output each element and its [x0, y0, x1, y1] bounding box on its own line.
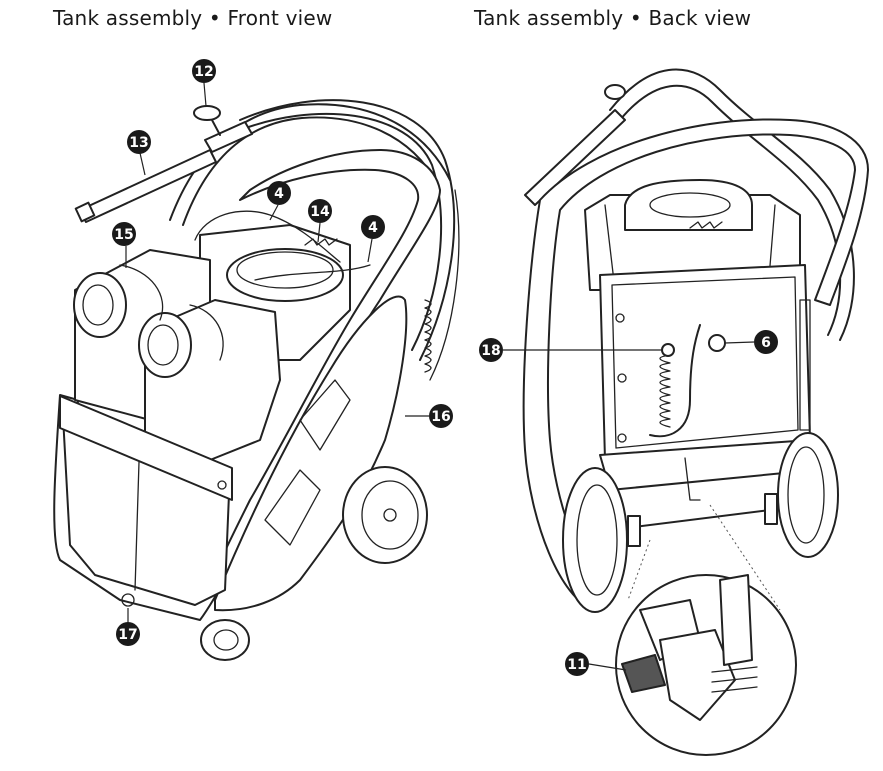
svg-text:12: 12: [194, 64, 213, 80]
callout-4-right: 4: [361, 215, 385, 263]
front-coil-spring: [424, 299, 432, 373]
back-wheel-left: [562, 467, 628, 613]
callout-18: 18: [479, 338, 662, 362]
back-frame: [522, 118, 869, 611]
svg-text:17: 17: [118, 627, 137, 643]
callout-13: 13: [127, 130, 151, 176]
svg-text:14: 14: [310, 204, 330, 220]
front-valve-handle: [193, 105, 221, 121]
front-hose-coil: [169, 99, 460, 381]
callout-6: 6: [724, 330, 778, 354]
front-rear-wheel: [342, 466, 428, 564]
back-valve-handle: [604, 84, 626, 100]
back-view-title: Tank assembly • Back view: [474, 6, 752, 30]
front-bottle-cap-left: [73, 272, 127, 338]
back-wheel-right: [777, 432, 839, 558]
svg-text:6: 6: [761, 335, 771, 351]
svg-text:11: 11: [567, 657, 586, 673]
back-spray-wand: [524, 109, 626, 206]
drain-valve-lever: [621, 654, 666, 693]
callout-15: 15: [112, 222, 136, 268]
back-view-illustration: [522, 68, 869, 756]
callout-14: 14: [308, 199, 332, 243]
svg-text:18: 18: [481, 343, 500, 359]
back-fitting-6: [708, 334, 726, 352]
back-axle-bracket-right: [764, 493, 778, 525]
callout-11: 11: [565, 652, 627, 676]
back-fitting-18: [661, 343, 675, 357]
front-spray-wand: [79, 149, 217, 223]
front-caster-wheel: [200, 619, 250, 661]
front-side-panel: [214, 295, 408, 612]
front-strap: [59, 395, 233, 501]
callout-4-left: 4: [267, 181, 291, 221]
callout-16: 16: [405, 404, 453, 428]
callout-12: 12: [192, 59, 216, 107]
back-coiled-tube: [659, 354, 671, 428]
back-tank-lid: [624, 179, 753, 231]
svg-text:4: 4: [368, 220, 378, 236]
back-panel: [599, 264, 811, 461]
back-axle-bracket-left: [627, 515, 641, 547]
front-bottle-cap-right: [138, 312, 192, 378]
svg-text:13: 13: [129, 135, 148, 151]
callout-17: 17: [116, 608, 140, 646]
svg-text:4: 4: [274, 186, 284, 202]
front-view-title: Tank assembly • Front view: [53, 6, 333, 30]
svg-text:15: 15: [114, 227, 133, 243]
svg-text:16: 16: [431, 409, 450, 425]
front-view-illustration: [53, 99, 460, 661]
